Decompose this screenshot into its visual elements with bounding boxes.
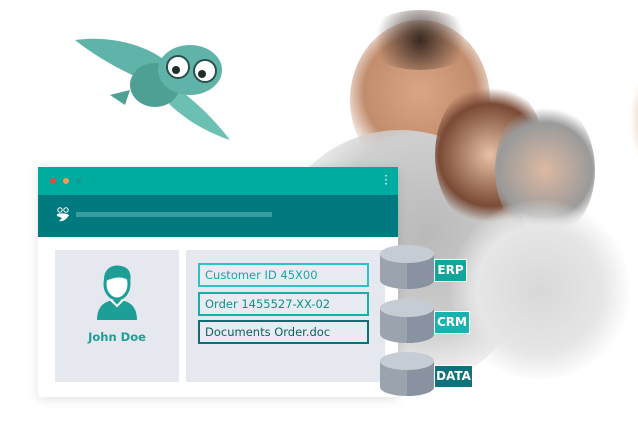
business-people-photo — [270, 0, 638, 400]
more-menu-icon[interactable]: ··· — [384, 169, 388, 191]
crm-database-icon — [380, 299, 434, 343]
data-label: DATA — [434, 365, 473, 388]
erp-label: ERP — [434, 259, 467, 282]
documents-field[interactable]: Documents Order.doc — [198, 320, 369, 344]
title-bar: ··· — [38, 167, 398, 195]
close-dot[interactable] — [50, 178, 56, 184]
profile-card: John Doe — [55, 250, 179, 382]
address-bar-area — [38, 195, 398, 237]
erp-database-icon — [380, 245, 434, 289]
customer-id-field[interactable]: Customer ID 45X00 — [198, 263, 369, 287]
owl-mascot-illustration — [75, 38, 230, 140]
user-avatar-icon — [97, 265, 137, 320]
owl-logo-icon — [57, 207, 69, 222]
user-name: John Doe — [88, 330, 146, 344]
crm-label: CRM — [434, 311, 470, 334]
url-input[interactable] — [76, 212, 272, 217]
details-panel: Customer ID 45X00 Order 1455527-XX-02 Do… — [186, 250, 385, 382]
maximize-dot[interactable] — [76, 178, 82, 184]
app-window: ··· John Doe Customer ID 45X00 Order 145… — [38, 167, 398, 397]
data-database-icon — [380, 352, 434, 396]
minimize-dot[interactable] — [63, 178, 69, 184]
order-field[interactable]: Order 1455527-XX-02 — [198, 292, 369, 316]
